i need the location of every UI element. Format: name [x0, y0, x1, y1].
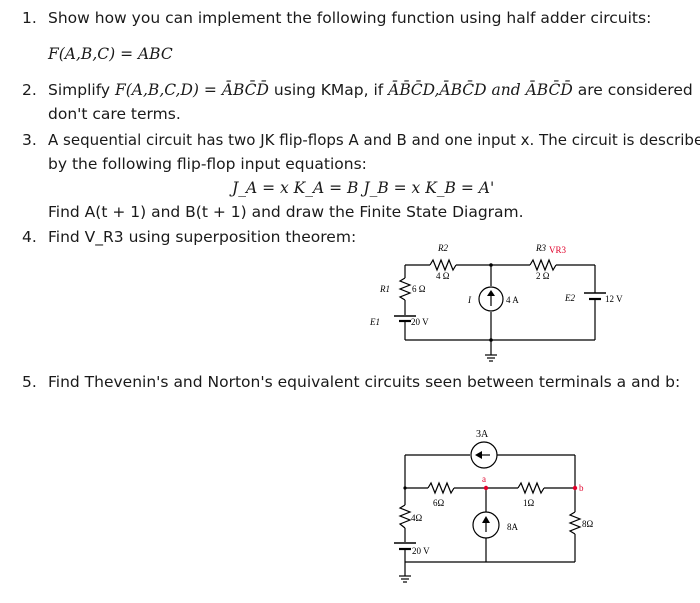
r3-resistor: [529, 258, 557, 272]
current-source: [478, 286, 504, 312]
text-part: Simplify: [48, 81, 111, 99]
r8-resistor: [568, 511, 582, 535]
source-8a-label: 8A: [507, 522, 519, 532]
e2-value: 12 V: [605, 294, 623, 304]
r3-label: R3: [535, 243, 546, 253]
question-line-2: don't care terms.: [48, 105, 181, 123]
question-text: Find Thevenin's and Norton's equivalent …: [48, 373, 681, 391]
i-value: 4 A: [506, 295, 519, 305]
question-line-1: Simplify F(A,B,C,D) = ĀBC̄D̄ using KMap,…: [48, 80, 693, 100]
flip-flop-equations: J_A = x K_A = B J_B = x K_B = A': [232, 179, 495, 197]
source-3a-label: 3A: [476, 429, 489, 440]
question-text: Show how you can implement the following…: [48, 9, 652, 27]
r2-label: R2: [437, 243, 448, 253]
question-number: 1.: [22, 9, 37, 27]
and-word: and: [491, 81, 521, 99]
e1-label: E1: [369, 317, 380, 327]
dont-care-term: ĀBC̄D: [439, 81, 487, 99]
i-label: I: [467, 295, 472, 305]
question-number: 5.: [22, 373, 37, 391]
r4-resistor: [398, 504, 412, 529]
e2-label: E2: [564, 293, 575, 303]
r3-value: 2 Ω: [536, 271, 550, 281]
vr3-label: VR3: [549, 245, 567, 255]
text-part: are considered: [577, 81, 693, 99]
battery-label: 20 V: [412, 546, 430, 556]
terminal-b-label: b: [579, 483, 584, 493]
question-number: 4.: [22, 228, 37, 246]
r1-resistor: [517, 481, 545, 495]
question-line-1: A sequential circuit has two JK flip-flo…: [48, 131, 700, 149]
terminal-a-label: a: [482, 474, 486, 484]
equation: F(A,B,C) = ABC: [48, 44, 173, 64]
dont-care-term: ĀBC̄D̄: [525, 81, 573, 99]
r6-resistor: [427, 481, 455, 495]
question-line-3: Find A(t + 1) and B(t + 1) and draw the …: [48, 203, 524, 221]
question-number: 2.: [22, 81, 37, 99]
question-line-2: by the following flip-flop input equatio…: [48, 155, 367, 173]
question-number: 3.: [22, 131, 37, 149]
r1-resistor: [398, 277, 412, 301]
r6-value: 6Ω: [433, 498, 445, 508]
e1-value: 20 V: [411, 317, 429, 327]
r1-value: 1Ω: [523, 498, 535, 508]
r4-value: 4Ω: [411, 513, 423, 523]
r2-value: 4 Ω: [436, 271, 450, 281]
r2-resistor: [429, 258, 457, 272]
question-text: Find V_R3 using superposition theorem:: [48, 228, 357, 246]
r8-value: 8Ω: [582, 519, 594, 529]
dont-care-term: ĀB̄C̄D,: [388, 81, 440, 99]
text-part: using KMap, if: [273, 81, 384, 99]
r1-value: 6 Ω: [412, 284, 426, 294]
r1-label: R1: [379, 284, 390, 294]
equation-text: F(A,B,C) = ABC: [48, 45, 173, 63]
minterm: ĀBC̄D̄: [221, 81, 269, 99]
function-lhs: F(A,B,C,D) =: [115, 81, 217, 99]
